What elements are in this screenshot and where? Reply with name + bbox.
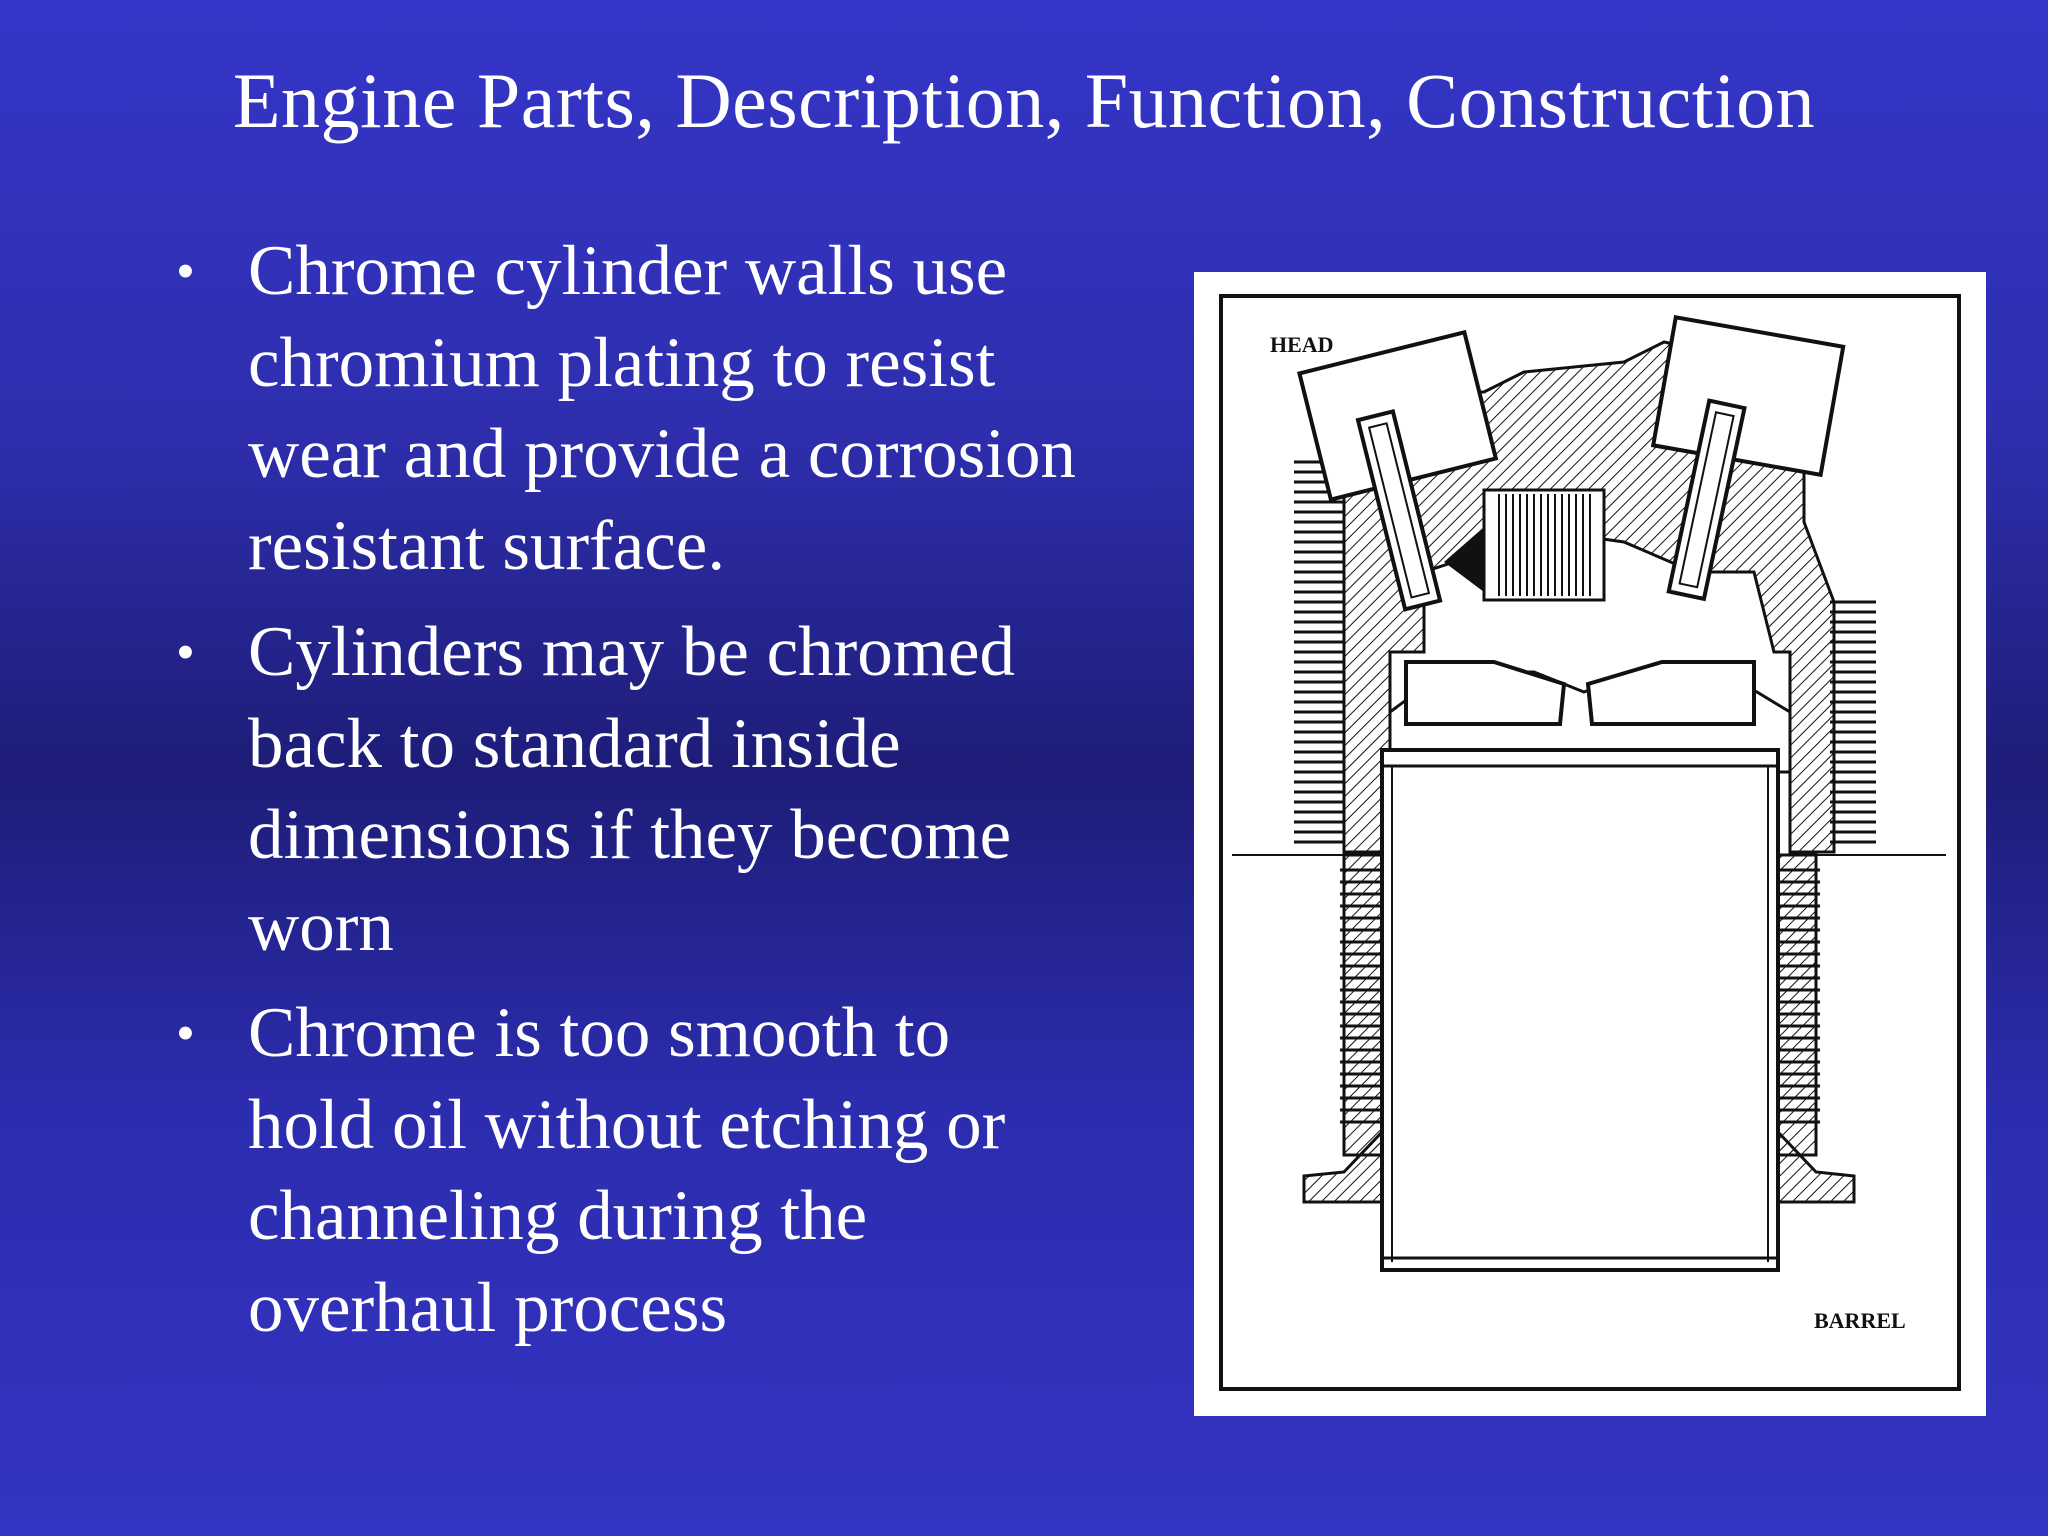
bullet-item: • Chrome cylinder walls use chromium pla…: [170, 226, 1160, 592]
bullet-line: Chrome cylinder walls use: [248, 232, 1008, 310]
spark-plug-boss: [1444, 488, 1606, 602]
left-valve-housing: [1297, 329, 1499, 502]
bullet-icon: •: [176, 241, 195, 301]
bullet-icon: •: [176, 622, 195, 682]
bullet-line: back to standard inside: [248, 704, 901, 783]
bullet-item: • Chrome is too smooth to hold oil witho…: [170, 988, 1160, 1354]
bullet-line: channeling during the: [248, 1177, 868, 1255]
right-valve-head: [1585, 660, 1756, 726]
bullet-line: Cylinders may be chromed: [248, 613, 1015, 691]
right-valve-stem: [1666, 398, 1747, 602]
left-valve-stem: [1355, 408, 1443, 612]
head-fins-left: [1294, 460, 1344, 844]
diagram-border: [1219, 294, 1961, 1391]
bullet-line: chromium plating to resist: [248, 323, 996, 402]
head-fins-right: [1830, 600, 1876, 844]
barrel-label: BARREL: [1814, 1308, 1906, 1333]
bullet-line: resistant surface.: [248, 506, 726, 585]
slide-title: Engine Parts, Description, Function, Con…: [232, 57, 1816, 144]
bullet-line: overhaul process: [248, 1268, 728, 1347]
mounting-flange: [1302, 1128, 1384, 1204]
bullet-line: hold oil without etching or: [248, 1085, 1006, 1164]
bullet-list: • Chrome cylinder walls use chromium pla…: [170, 226, 1160, 1369]
head-label: HEAD: [1270, 332, 1334, 357]
cylinder-diagram: HEAD BARREL: [1194, 272, 1986, 1416]
left-valve-head: [1404, 660, 1567, 726]
mounting-flange-right: [1776, 1128, 1856, 1204]
bullet-line: worn: [248, 887, 394, 966]
barrel-fins-left: [1340, 868, 1382, 1124]
bullet-item: • Cylinders may be chromed back to stand…: [170, 607, 1160, 973]
bullet-icon: •: [176, 1003, 195, 1063]
bullet-line: dimensions if they become: [248, 796, 1012, 874]
cylinder-bore: [1380, 748, 1780, 1272]
bullet-line: wear and provide a corrosion: [248, 415, 1077, 493]
bullet-line: Chrome is too smooth to: [248, 994, 951, 1072]
right-valve-housing: [1650, 314, 1846, 478]
barrel-fins-right: [1778, 868, 1820, 1124]
cylinder-cross-section-drawing: HEAD BARREL: [1219, 294, 1961, 1391]
